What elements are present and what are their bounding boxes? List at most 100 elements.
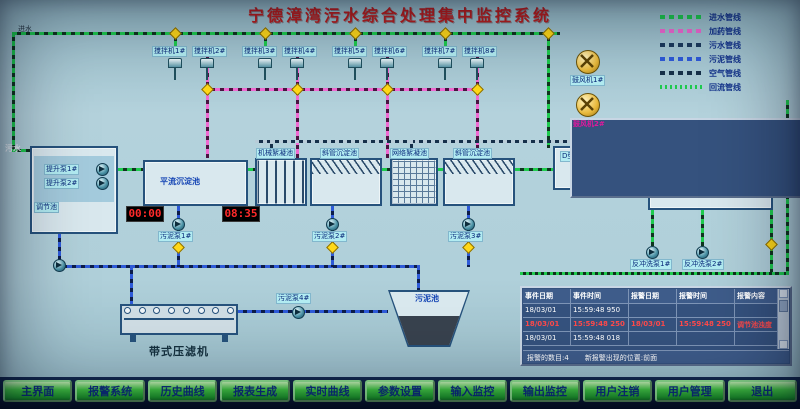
alarm-statusbar: 报警的数目:4 新报警出现的位置:前面	[523, 350, 789, 363]
pipe-mixer-branch-4	[444, 32, 447, 52]
blower-1-label: 鼓风机1#	[570, 75, 606, 86]
backwash-pump-2-icon[interactable]	[696, 246, 709, 259]
nav-user-manage-button[interactable]: 用户管理	[655, 380, 725, 402]
alarm-row[interactable]: 18/03/01 15:59:48 018	[523, 332, 778, 346]
legend-row: 污水管线	[660, 38, 792, 52]
legend-row: 进水管线	[660, 10, 792, 24]
nav-realtime-curve-button[interactable]: 实时曲线	[292, 380, 363, 402]
legend-label: 污水管线	[709, 40, 741, 50]
col-header: 报警内容	[735, 289, 778, 303]
alarm-scrollbar[interactable]	[777, 289, 789, 349]
valve-icon[interactable]	[765, 238, 778, 251]
return-line-swatch	[660, 85, 704, 89]
col-header: 事件时间	[571, 289, 629, 303]
pipe-mixer-branch-3	[354, 32, 357, 52]
cell	[735, 304, 778, 317]
pipe-to-d-filter	[547, 32, 550, 148]
valve-icon[interactable]	[291, 83, 304, 96]
nav-parameter-button[interactable]: 参数设置	[365, 380, 435, 402]
valve-icon[interactable]	[326, 241, 339, 254]
inclined-tube-pattern	[445, 160, 513, 174]
belt-press-belt	[124, 318, 234, 320]
grid-flocculation-label: 网络絮凝池	[390, 148, 429, 159]
sludge-pump-2-icon[interactable]	[326, 218, 339, 231]
air-line-swatch	[660, 71, 704, 75]
pipe-backwash-1	[651, 210, 654, 246]
cell: 15:59:48 950	[571, 304, 629, 317]
nav-exit-button[interactable]: 退出	[727, 380, 797, 402]
mixer-8-icon[interactable]	[470, 58, 484, 80]
legend-label: 污泥管线	[709, 54, 741, 64]
sludge-pump-3-label: 污泥泵3#	[448, 231, 484, 242]
nav-history-curve-button[interactable]: 历史曲线	[147, 380, 218, 402]
scroll-down-icon[interactable]	[779, 340, 788, 349]
pipe-inclined1-to-grid	[382, 168, 390, 171]
nav-alarm-system-button[interactable]: 报警系统	[75, 380, 145, 402]
sludge-discharge-pump-icon[interactable]	[53, 259, 66, 272]
mixer-4-icon[interactable]	[290, 58, 304, 80]
timer-display-2: 08:35	[222, 206, 260, 222]
grid-flocculation-tank	[390, 158, 438, 206]
mixer-1-label: 搅拌机1#	[152, 46, 188, 57]
pipe-sludge-main	[58, 265, 419, 268]
nav-input-monitor-button[interactable]: 输入监控	[437, 380, 508, 402]
mixer-7-label: 搅拌机7#	[422, 46, 458, 57]
mechanical-flocculation-tank	[255, 158, 307, 206]
mixer-1-icon[interactable]	[168, 58, 182, 80]
valve-icon[interactable]	[201, 83, 214, 96]
lift-pump-2-label: 提升泵2#	[44, 178, 80, 189]
mixer-2-label: 搅拌机2#	[192, 46, 228, 57]
valve-icon[interactable]	[172, 241, 185, 254]
sludge-pump-1-icon[interactable]	[172, 218, 185, 231]
sludge-pump-3-icon[interactable]	[462, 218, 475, 231]
mixer-5-icon[interactable]	[348, 58, 362, 80]
regulating-tank	[30, 146, 118, 234]
inclined-tube-pattern	[312, 160, 380, 174]
blower-1-icon[interactable]	[576, 50, 600, 74]
backwash-pump-1-label: 反冲洗泵1#	[630, 259, 673, 270]
sludge-tank-label: 污泥池	[415, 294, 439, 303]
nav-output-monitor-button[interactable]: 输出监控	[510, 380, 580, 402]
pipe-mixer-branch-2	[264, 32, 267, 52]
sludge-pump-4-icon[interactable]	[292, 306, 305, 319]
mixer-6-icon[interactable]	[380, 58, 394, 80]
mixer-7-icon[interactable]	[438, 58, 452, 80]
alarm-table: 事件日期 事件时间 报警日期 报警时间 报警内容 18/03/01 15:59:…	[523, 289, 778, 349]
belt-press-leg	[130, 334, 136, 342]
nav-main-button[interactable]: 主界面	[3, 380, 73, 402]
valve-icon[interactable]	[381, 83, 394, 96]
mixer-3-icon[interactable]	[258, 58, 272, 80]
valve-icon[interactable]	[542, 27, 555, 40]
valve-icon[interactable]	[471, 83, 484, 96]
legend-row: 加药管线	[660, 24, 792, 38]
pipe-sludge-regulating	[58, 233, 61, 267]
pipe-inlet-top	[12, 32, 560, 35]
legend-label: 回流管线	[709, 82, 741, 92]
cell: 18/03/01	[523, 304, 571, 317]
alarm-row-active[interactable]: 18/03/01 15:59:48 250 18/03/01 15:59:48 …	[523, 318, 778, 332]
blower-2-icon[interactable]	[576, 93, 600, 117]
mixer-5-label: 搅拌机5#	[332, 46, 368, 57]
dosing-line-swatch	[660, 29, 704, 33]
lift-pump-2-icon[interactable]	[96, 177, 109, 190]
valve-icon[interactable]	[439, 27, 452, 40]
mixer-2-icon[interactable]	[200, 58, 214, 80]
backwash-pump-1-icon[interactable]	[646, 246, 659, 259]
valve-icon[interactable]	[349, 27, 362, 40]
cell	[629, 332, 677, 345]
lift-pump-1-icon[interactable]	[96, 163, 109, 176]
valve-icon[interactable]	[169, 27, 182, 40]
pipe-sludge-to-press	[238, 310, 388, 313]
pipe-sed-to-floc	[248, 168, 255, 171]
valve-icon[interactable]	[462, 241, 475, 254]
scroll-up-icon[interactable]	[779, 289, 788, 298]
nav-user-logout-button[interactable]: 用户注销	[582, 380, 653, 402]
pipe-inlet-into-regulating	[12, 149, 32, 152]
alarm-row[interactable]: 18/03/01 15:59:48 950	[523, 304, 778, 318]
cell: 18/03/01	[629, 318, 677, 331]
inclined-sedimentation-2-label: 斜管沉淀池	[453, 148, 492, 159]
scroll-thumb[interactable]	[779, 300, 788, 312]
valve-icon[interactable]	[259, 27, 272, 40]
nav-report-button[interactable]: 报表生成	[220, 380, 290, 402]
